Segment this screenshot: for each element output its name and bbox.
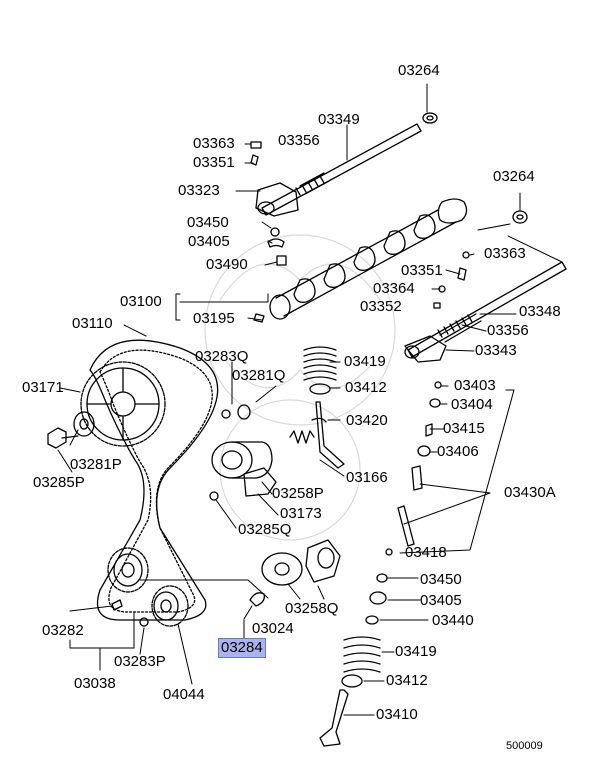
crankshaft-sprocket — [107, 547, 149, 593]
leader-lines — [57, 83, 563, 716]
part-label-03419-lower: 03419 — [395, 643, 437, 660]
key-03284 — [249, 592, 265, 607]
camshaft-adjuster-washer-top — [422, 112, 438, 124]
part-label-03173: 03173 — [280, 505, 322, 522]
small-parts-upper — [267, 227, 287, 266]
part-label-03356-top: 03356 — [278, 132, 320, 149]
part-label-03284-highlighted[interactable]: 03284 — [218, 638, 266, 658]
watermark-emblem — [204, 234, 396, 541]
part-label-03420: 03420 — [346, 412, 388, 429]
part-label-03405-lower: 03405 — [420, 592, 462, 609]
part-label-03343: 03343 — [475, 342, 517, 359]
injector-assembly — [385, 381, 442, 556]
part-label-03490: 03490 — [206, 256, 248, 273]
timing-belt — [89, 339, 219, 621]
camshaft-main — [253, 198, 468, 323]
part-label-03352: 03352 — [360, 298, 402, 315]
flange-03024 — [261, 552, 303, 586]
rocker-shaft-right — [404, 261, 567, 363]
spacer-03258Q — [305, 539, 341, 583]
part-label-03418: 03418 — [405, 544, 447, 561]
part-label-03450-lower: 03450 — [420, 571, 462, 588]
camshaft-upper-left-shaft — [261, 123, 422, 216]
diagram-id: 500009 — [506, 740, 543, 752]
part-label-03364: 03364 — [373, 280, 415, 297]
part-label-03419-upper: 03419 — [344, 353, 386, 370]
part-label-03412-lower: 03412 — [386, 672, 428, 689]
part-label-03166: 03166 — [346, 469, 388, 486]
tensioner-bracket — [209, 404, 277, 501]
part-label-03258Q: 03258Q — [285, 600, 339, 617]
part-label-03282: 03282 — [42, 622, 84, 639]
bolt-03282 — [111, 599, 123, 611]
part-label-03356-right: 03356 — [487, 322, 529, 339]
valve-spring-lower — [341, 573, 388, 688]
part-label-03195: 03195 — [193, 310, 235, 327]
part-label-03264-right: 03264 — [493, 168, 535, 185]
valve-upper — [311, 401, 345, 469]
part-label-03450-upper: 03450 — [187, 214, 229, 231]
part-label-03412-upper: 03412 — [345, 379, 387, 396]
retainer-upper — [309, 383, 331, 395]
small-parts-right — [433, 251, 470, 309]
part-label-03351-left: 03351 — [193, 154, 235, 171]
part-label-03404: 03404 — [451, 396, 493, 413]
part-label-03348: 03348 — [519, 303, 561, 320]
part-label-03038: 03038 — [74, 675, 116, 692]
part-label-03430A: 03430A — [504, 484, 556, 501]
part-label-03323: 03323 — [178, 182, 220, 199]
camshaft-adjuster-washer-right — [512, 210, 528, 224]
washer-03281P — [73, 411, 95, 437]
part-label-03100: 03100 — [120, 293, 162, 310]
idler-pulley — [151, 585, 189, 627]
valve-lower — [319, 689, 349, 747]
part-label-03363-right: 03363 — [484, 245, 526, 262]
part-label-03258P: 03258P — [272, 485, 324, 502]
part-label-03281Q: 03281Q — [232, 367, 286, 384]
part-label-03351-right: 03351 — [401, 262, 443, 279]
part-label-03405-upper: 03405 — [188, 233, 230, 250]
part-label-03410: 03410 — [376, 706, 418, 723]
part-label-03403: 03403 — [454, 377, 496, 394]
part-label-03285P: 03285P — [33, 474, 85, 491]
tensioner-pulley — [211, 441, 273, 479]
rocker-arm-upper — [255, 182, 299, 217]
part-label-03285Q: 03285Q — [238, 521, 292, 538]
valve-spring-upper — [303, 346, 337, 381]
part-label-03171: 03171 — [22, 379, 64, 396]
part-label-03363-left: 03363 — [193, 135, 235, 152]
nut-03283P — [139, 617, 149, 627]
part-label-03283P: 03283P — [114, 653, 166, 670]
part-label-03415: 03415 — [443, 420, 485, 437]
tensioner-spring — [289, 430, 315, 444]
part-label-03406: 03406 — [437, 443, 479, 460]
camshaft-sprocket — [80, 361, 166, 447]
part-label-03349: 03349 — [318, 111, 360, 128]
part-label-03440: 03440 — [432, 612, 474, 629]
part-label-03264-top: 03264 — [398, 62, 440, 79]
part-label-03283Q: 03283Q — [195, 348, 249, 365]
part-label-03024: 03024 — [252, 620, 294, 637]
adjust-screw-upper — [250, 141, 262, 166]
part-label-03110: 03110 — [72, 315, 113, 332]
bolt-03285P — [47, 427, 79, 449]
part-label-03281P: 03281P — [70, 456, 122, 473]
part-label-04044: 04044 — [163, 686, 205, 703]
